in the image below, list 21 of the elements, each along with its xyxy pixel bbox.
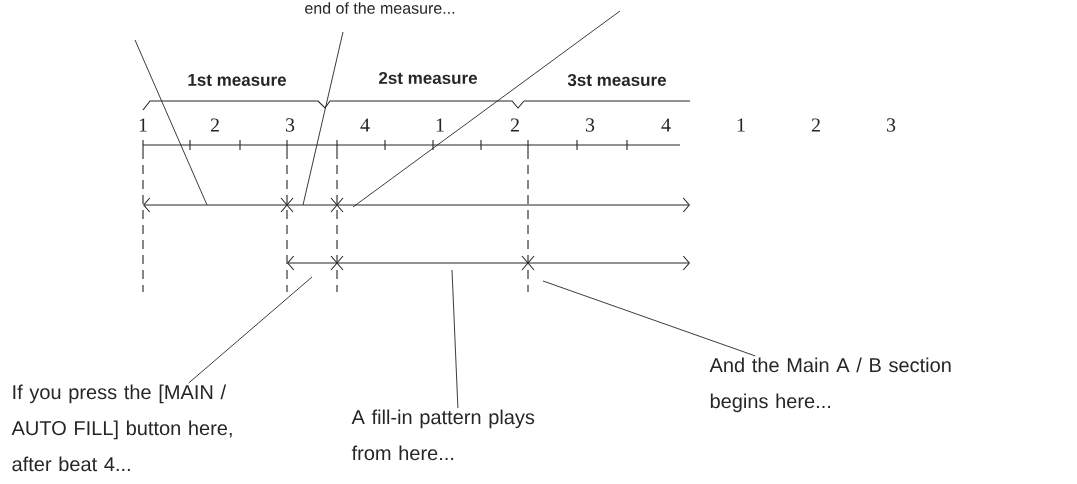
measure-label: 3st measure [567,73,666,86]
annotation-text: A fill-in pattern plays from here... [351,409,535,461]
beat-number: 1 [139,118,147,132]
beat-number: 3 [285,118,295,132]
leader-line [451,269,459,409]
measure-label: 1st measure [188,74,286,86]
note-text: end of the measure... [305,2,455,14]
beat-number: 4 [661,118,671,132]
beat-number: 4 [360,118,370,132]
beat-number: 3 [886,118,896,132]
beat-number: 2 [811,118,820,132]
leader-line [542,280,756,357]
annotation-text: If you press the [MAIN / AUTO FILL] button here, after beat 4... [11,384,232,472]
beat-number: 1 [436,118,444,132]
beat-number: 2 [510,118,519,132]
annotation-text: And the Main A / B section begins here... [709,357,951,413]
beat-number: 2 [210,118,219,132]
leader-line [188,276,313,384]
measure-label: 2st measure [379,72,477,84]
beat-number: 1 [737,118,745,132]
beat-number: 3 [585,118,595,132]
